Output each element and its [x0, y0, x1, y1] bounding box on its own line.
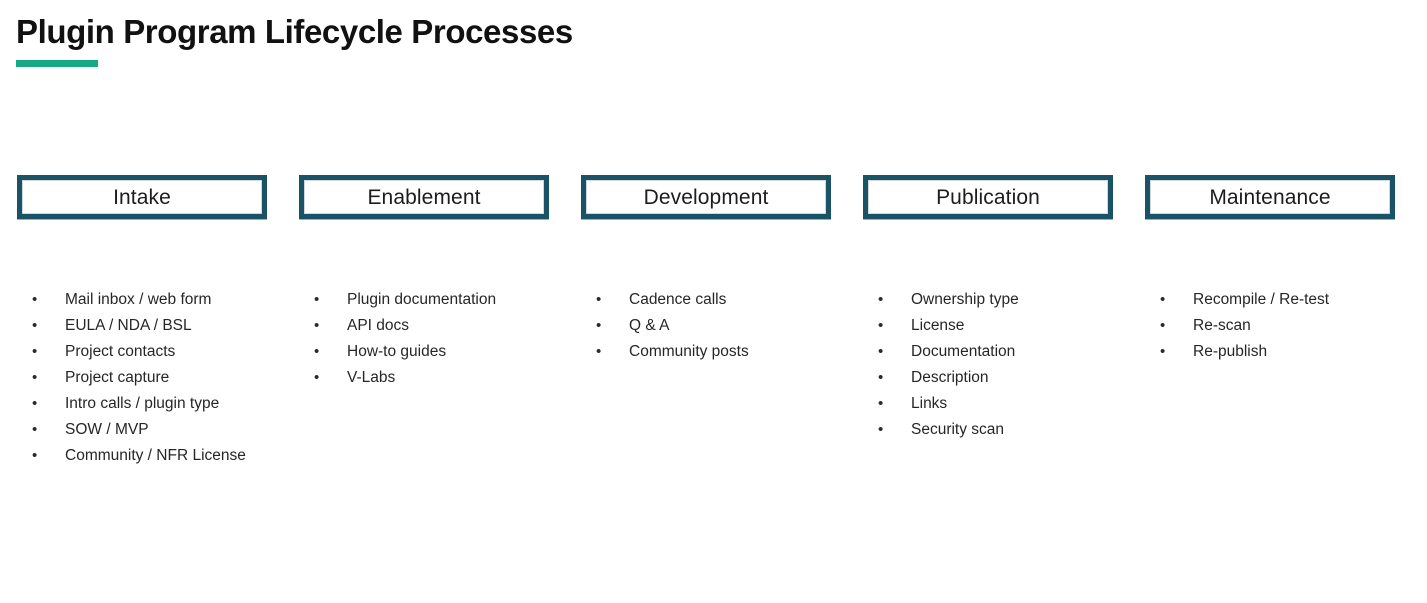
list-item: • Re-publish	[1145, 339, 1395, 365]
list-item: • Community / NFR License	[17, 443, 267, 469]
phase-box-intake[interactable]: Intake	[17, 175, 267, 219]
bullet-icon: •	[1160, 343, 1166, 360]
list-item: • V-Labs	[299, 365, 549, 391]
list-item-label: API docs	[347, 317, 410, 334]
lifecycle-column-development: Development • Cadence calls • Q & A • Co…	[581, 175, 831, 365]
phase-label: Enablement	[367, 185, 481, 209]
list-item: • Recompile / Re-test	[1145, 287, 1395, 313]
phase-label: Maintenance	[1209, 185, 1331, 209]
lifecycle-column-publication: Publication • Ownership type • License •…	[863, 175, 1113, 443]
list-item: • SOW / MVP	[17, 417, 267, 443]
bullet-icon: •	[32, 447, 38, 464]
list-item-label: Community posts	[629, 343, 749, 360]
phase-label: Intake	[113, 185, 171, 209]
bullet-icon: •	[878, 317, 884, 334]
list-item: • Links	[863, 391, 1113, 417]
page-title: Plugin Program Lifecycle Processes	[16, 13, 573, 50]
lifecycle-column-intake: Intake • Mail inbox / web form • EULA / …	[17, 175, 267, 469]
phase-box-development[interactable]: Development	[581, 175, 831, 219]
title-accent-bar	[16, 60, 98, 67]
list-item: • Description	[863, 365, 1113, 391]
bullet-icon: •	[1160, 291, 1166, 308]
list-item-label: Security scan	[911, 421, 1005, 438]
phase-label: Development	[643, 185, 769, 209]
bullet-icon: •	[314, 369, 320, 386]
bullet-icon: •	[878, 291, 884, 308]
bullet-list-publication: • Ownership type • License • Documentati…	[863, 287, 1113, 443]
bullet-icon: •	[314, 291, 320, 308]
bullet-icon: •	[878, 343, 884, 360]
list-item: • Ownership type	[863, 287, 1113, 313]
list-item-label: Re-publish	[1193, 343, 1268, 360]
list-item-label: Links	[911, 395, 948, 412]
list-item: • API docs	[299, 313, 549, 339]
list-item-label: Intro calls / plugin type	[65, 395, 220, 412]
list-item-label: Documentation	[911, 343, 1016, 360]
list-item-label: Description	[911, 369, 989, 386]
list-item: • Project capture	[17, 365, 267, 391]
list-item-label: Ownership type	[911, 291, 1019, 308]
list-item-label: Project contacts	[65, 343, 176, 360]
list-item-label: V-Labs	[347, 369, 396, 386]
list-item-label: Recompile / Re-test	[1193, 291, 1330, 308]
bullet-icon: •	[878, 395, 884, 412]
list-item-label: Q & A	[629, 317, 670, 334]
bullet-icon: •	[32, 343, 38, 360]
list-item-label: EULA / NDA / BSL	[65, 317, 192, 334]
phase-box-inner: Intake	[22, 180, 262, 214]
list-item: • Re-scan	[1145, 313, 1395, 339]
bullet-icon: •	[1160, 317, 1166, 334]
lifecycle-column-maintenance: Maintenance • Recompile / Re-test • Re-s…	[1145, 175, 1395, 365]
list-item: • Plugin documentation	[299, 287, 549, 313]
bullet-icon: •	[878, 369, 884, 386]
list-item: • Documentation	[863, 339, 1113, 365]
list-item-label: Project capture	[65, 369, 170, 386]
list-item-label: How-to guides	[347, 343, 447, 360]
bullet-icon: •	[32, 421, 38, 438]
list-item: • How-to guides	[299, 339, 549, 365]
bullet-icon: •	[878, 421, 884, 438]
list-item: • Q & A	[581, 313, 831, 339]
bullet-icon: •	[596, 317, 602, 334]
list-item-label: Re-scan	[1193, 317, 1251, 334]
lifecycle-columns: Intake • Mail inbox / web form • EULA / …	[17, 175, 1411, 469]
list-item-label: Plugin documentation	[347, 291, 497, 308]
bullet-icon: •	[314, 343, 320, 360]
bullet-list-enablement: • Plugin documentation • API docs • How-…	[299, 287, 549, 391]
lifecycle-column-enablement: Enablement • Plugin documentation • API …	[299, 175, 549, 391]
list-item-label: Community / NFR License	[65, 447, 246, 464]
phase-box-inner: Enablement	[304, 180, 544, 214]
phase-box-inner: Publication	[868, 180, 1108, 214]
list-item: • Cadence calls	[581, 287, 831, 313]
list-item: • Community posts	[581, 339, 831, 365]
list-item: • EULA / NDA / BSL	[17, 313, 267, 339]
list-item: • License	[863, 313, 1113, 339]
bullet-icon: •	[596, 291, 602, 308]
list-item-label: Mail inbox / web form	[65, 291, 212, 308]
bullet-icon: •	[32, 317, 38, 334]
phase-box-inner: Development	[586, 180, 826, 214]
bullet-list-maintenance: • Recompile / Re-test • Re-scan • Re-pub…	[1145, 287, 1395, 365]
bullet-icon: •	[314, 317, 320, 334]
bullet-icon: •	[32, 291, 38, 308]
bullet-icon: •	[32, 395, 38, 412]
list-item: • Security scan	[863, 417, 1113, 443]
phase-box-publication[interactable]: Publication	[863, 175, 1113, 219]
bullet-list-intake: • Mail inbox / web form • EULA / NDA / B…	[17, 287, 267, 469]
list-item-label: License	[911, 317, 965, 334]
phase-label: Publication	[936, 185, 1040, 209]
list-item-label: SOW / MVP	[65, 421, 149, 438]
list-item: • Intro calls / plugin type	[17, 391, 267, 417]
list-item-label: Cadence calls	[629, 291, 727, 308]
list-item: • Mail inbox / web form	[17, 287, 267, 313]
bullet-icon: •	[32, 369, 38, 386]
list-item: • Project contacts	[17, 339, 267, 365]
bullet-list-development: • Cadence calls • Q & A • Community post…	[581, 287, 831, 365]
phase-box-maintenance[interactable]: Maintenance	[1145, 175, 1395, 219]
phase-box-enablement[interactable]: Enablement	[299, 175, 549, 219]
phase-box-inner: Maintenance	[1150, 180, 1390, 214]
bullet-icon: •	[596, 343, 602, 360]
